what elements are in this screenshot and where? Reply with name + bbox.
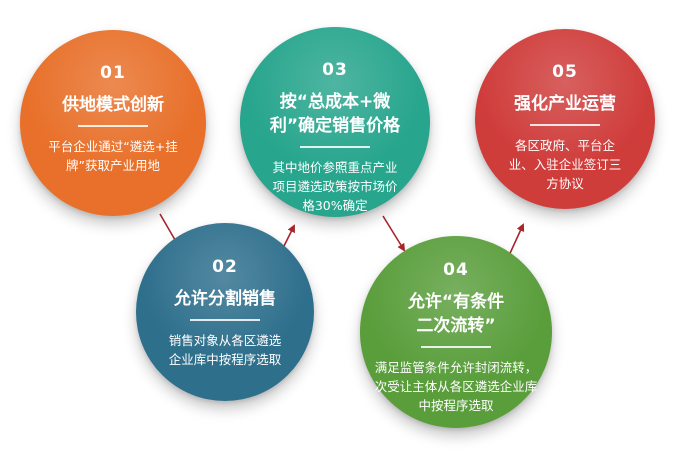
- step-description: 各区政府、平台企业、入驻企业签订三方协议: [508, 137, 622, 191]
- divider: [78, 125, 148, 127]
- divider: [421, 346, 491, 348]
- step-01-circle: 01 供地模式创新 平台企业通过“遴选+挂牌”获取产业用地: [20, 30, 206, 216]
- step-04-circle: 04 允许“有条件二次流转” 满足监管条件允许封闭流转，次受让主体从各区遴选企业…: [360, 236, 552, 428]
- step-title: 按“总成本+微利”确定销售价格: [269, 92, 401, 136]
- step-number: 01: [100, 63, 126, 83]
- divider: [300, 146, 370, 148]
- step-title: 供地模式创新: [62, 95, 164, 115]
- arrow-03-to-04: [382, 215, 406, 252]
- step-number: 04: [443, 260, 469, 280]
- step-title: 允许“有条件二次流转”: [407, 292, 505, 336]
- step-description: 销售对象从各区遴选企业库中按程序选取: [168, 332, 282, 367]
- step-title: 允许分割销售: [174, 289, 276, 309]
- step-05-circle: 05 强化产业运营 各区政府、平台企业、入驻企业签订三方协议: [475, 29, 655, 209]
- step-description: 平台企业通过“遴选+挂牌”获取产业用地: [48, 138, 178, 173]
- step-number: 03: [322, 60, 348, 80]
- step-description: 满足监管条件允许封闭流转，次受让主体从各区遴选企业库中按程序选取: [374, 359, 538, 413]
- step-number: 05: [552, 62, 578, 82]
- divider: [530, 124, 600, 126]
- step-number: 02: [212, 257, 238, 277]
- divider: [190, 319, 260, 321]
- step-03-circle: 03 按“总成本+微利”确定销售价格 其中地价参照重点产业项目遴选政策按市场价格…: [240, 27, 430, 217]
- step-title: 强化产业运营: [514, 94, 616, 114]
- step-description: 其中地价参照重点产业项目遴选政策按市场价格30%确定: [272, 159, 398, 213]
- step-02-circle: 02 允许分割销售 销售对象从各区遴选企业库中按程序选取: [136, 223, 314, 401]
